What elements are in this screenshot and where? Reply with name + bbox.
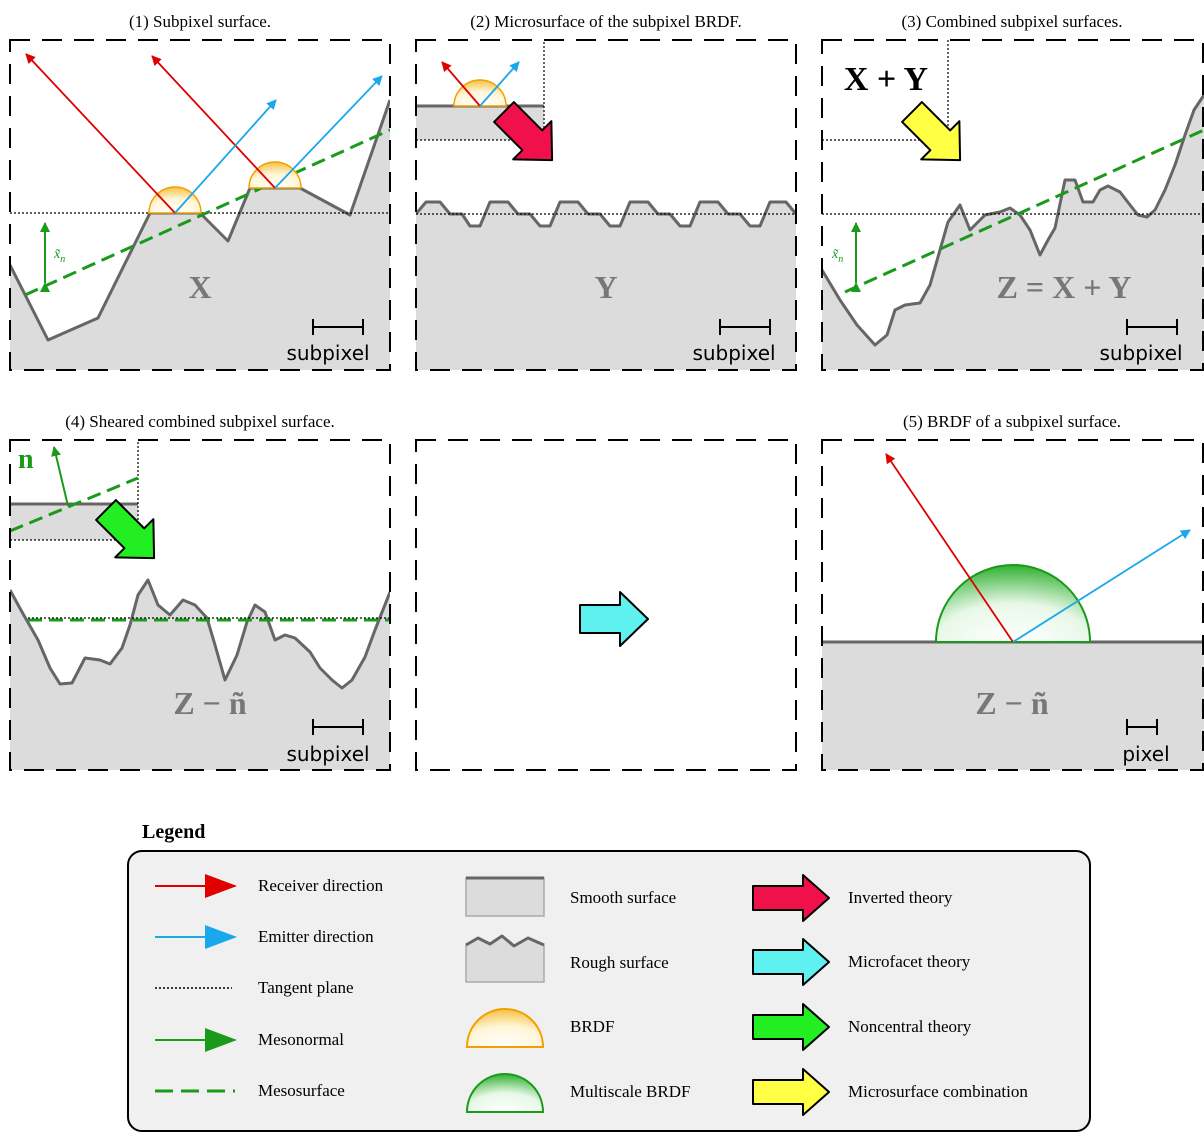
- panel-1: (1) Subpixel surface. x̃n X subpixel: [9, 12, 391, 371]
- brdf-lobe-icon: [465, 1008, 545, 1048]
- scale-bar: [719, 319, 771, 335]
- inset-label: X + Y: [844, 61, 928, 98]
- surface-label: X: [188, 269, 211, 305]
- panel-1-title: (1) Subpixel surface.: [129, 12, 271, 31]
- inverted-theory-icon: [752, 874, 830, 922]
- microfacet-theory-icon: [752, 938, 830, 986]
- surface-label: Z − ñ: [173, 685, 247, 721]
- legend-title: Legend: [142, 821, 205, 843]
- emitter-arrow: [274, 75, 383, 189]
- receiver-arrow: [25, 53, 176, 214]
- rough-surface: [416, 202, 796, 370]
- panel-frame: [821, 39, 1204, 371]
- legend-item: Multiscale BRDF: [570, 1082, 690, 1101]
- panel-5-title: (5) BRDF of a subpixel surface.: [903, 412, 1121, 431]
- scale-bar: [1126, 319, 1178, 335]
- panel-middle: [415, 439, 797, 771]
- panel-frame: [415, 39, 797, 371]
- scale-bar: [312, 719, 364, 735]
- panel-frame: [821, 439, 1204, 771]
- legend-item: Receiver direction: [258, 876, 384, 895]
- receiver-arrow-icon: [205, 874, 237, 898]
- scale-label: subpixel: [1099, 341, 1182, 365]
- scale-label: subpixel: [286, 341, 369, 365]
- legend-item: Rough surface: [570, 953, 669, 972]
- offset-label: x̃n: [53, 247, 65, 265]
- receiver-arrow: [885, 453, 1014, 643]
- scale-bar: [1126, 719, 1158, 735]
- mesonormal-arrow-icon: [205, 1028, 237, 1052]
- smooth-surface-icon: [465, 876, 545, 917]
- inset-combined: X + Y: [822, 40, 949, 141]
- inset-label: n: [18, 444, 34, 475]
- noncentral-theory-icon: [95, 499, 156, 560]
- emitter-arrow: [174, 99, 277, 214]
- scale-label: subpixel: [692, 341, 775, 365]
- panel-4: (4) Sheared combined subpixel surface. n…: [9, 412, 391, 771]
- legend-item: Inverted theory: [848, 888, 953, 907]
- noncentral-theory-icon: [752, 1003, 830, 1051]
- combination-icon: [901, 101, 962, 162]
- mesosurface: [24, 128, 390, 297]
- brdf-lobe: [148, 186, 202, 214]
- emitter-arrow: [1012, 529, 1191, 643]
- legend-item: Microsurface combination: [848, 1082, 1028, 1101]
- brdf-lobe: [248, 161, 302, 189]
- scale-bar: [312, 319, 364, 335]
- mesonormal-arrow: [51, 446, 69, 507]
- legend-item: BRDF: [570, 1017, 614, 1036]
- surface-label: Y: [594, 269, 617, 305]
- scale-label: pixel: [1122, 742, 1169, 766]
- panel-2: (2) Microsurface of the subpixel BRDF. Y…: [415, 12, 797, 371]
- legend-item: Mesonormal: [258, 1030, 344, 1049]
- legend-item: Noncentral theory: [848, 1017, 972, 1036]
- multiscale-brdf-lobe: [934, 564, 1092, 643]
- subpixel-surface: [10, 100, 390, 370]
- panel-3: (3) Combined subpixel surfaces. x̃n X + …: [821, 12, 1204, 371]
- panel-2-title: (2) Microsurface of the subpixel BRDF.: [470, 12, 742, 31]
- microfacet-theory-icon: [579, 591, 649, 647]
- rough-surface-icon: [465, 934, 545, 983]
- surface-label: Z = X + Y: [997, 269, 1132, 305]
- receiver-arrow: [151, 55, 276, 189]
- panel-frame: [415, 439, 797, 771]
- legend-item: Mesosurface: [258, 1081, 345, 1100]
- combination-icon: [752, 1068, 830, 1116]
- panel-frame: [9, 439, 391, 771]
- legend-item: Emitter direction: [258, 927, 374, 946]
- panel-5: (5) BRDF of a subpixel surface. Z − ñ pi…: [821, 412, 1204, 771]
- offset-label: x̃n: [831, 247, 843, 265]
- emitter-arrow-icon: [205, 925, 237, 949]
- legend-box: [127, 850, 1091, 1132]
- multiscale-brdf-icon: [465, 1073, 545, 1113]
- inverted-theory-icon: [493, 101, 554, 162]
- surface-label: Z − ñ: [975, 685, 1049, 721]
- legend-item: Microfacet theory: [848, 952, 971, 971]
- legend-item: Smooth surface: [570, 888, 676, 907]
- panel-3-title: (3) Combined subpixel surfaces.: [902, 12, 1123, 31]
- panel-4-title: (4) Sheared combined subpixel surface.: [65, 412, 335, 431]
- panel-frame: [9, 39, 391, 371]
- scale-label: subpixel: [286, 742, 369, 766]
- legend: Legend Receiver direction Emitter direct…: [127, 821, 1091, 1132]
- legend-item: Tangent plane: [258, 978, 354, 997]
